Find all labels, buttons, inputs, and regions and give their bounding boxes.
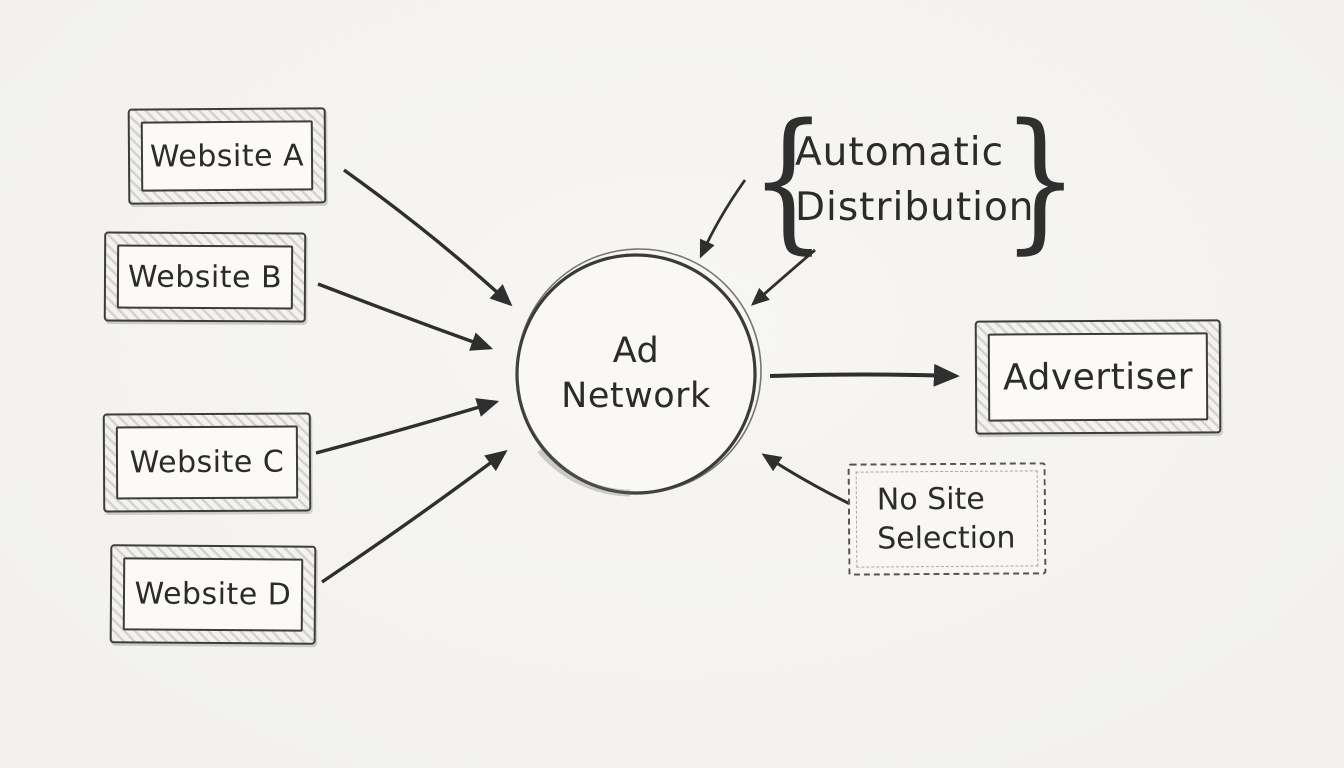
arrow-website-d-to-hub [321,450,508,584]
website-c-label: Website C [115,425,299,500]
no-site-selection-line1: No Site [876,481,985,518]
left-brace: { [749,91,828,268]
automatic-distribution-line1: Automatic [795,130,1005,175]
no-site-selection-label: No Site Selection [855,470,1039,568]
no-site-selection-line2: Selection [877,520,1016,557]
advertiser-box: Advertiser [974,319,1222,435]
automatic-distribution-label: Automatic Distribution [795,126,1035,235]
right-brace: } [1001,91,1080,268]
arrow-website-b-to-hub [317,282,494,351]
arrow-annotation-1 [699,179,747,259]
website-a-box: Website A [127,107,327,205]
no-site-selection-box: No Site Selection [847,462,1047,576]
ad-network-label-line2: Network [561,376,711,416]
ad-network-circle [515,248,762,497]
website-d-label: Website D [122,557,304,632]
arrow-hub-to-advertiser [769,363,960,387]
ad-network-label-line1: Ad [612,330,660,371]
arrow-website-a-to-hub [343,168,513,307]
automatic-distribution-line2: Distribution [795,184,1035,230]
website-b-label: Website B [116,244,294,310]
arrow-annotation-2 [750,248,816,306]
website-a-label: Website A [140,120,314,192]
advertiser-label: Advertiser [987,332,1209,422]
arrow-website-c-to-hub [315,398,500,455]
ad-network-label: Ad Network [505,243,767,505]
arrow-note-to-hub [761,453,851,506]
website-d-box: Website D [109,544,317,645]
website-c-box: Website C [102,412,312,513]
website-b-box: Website B [103,231,307,323]
